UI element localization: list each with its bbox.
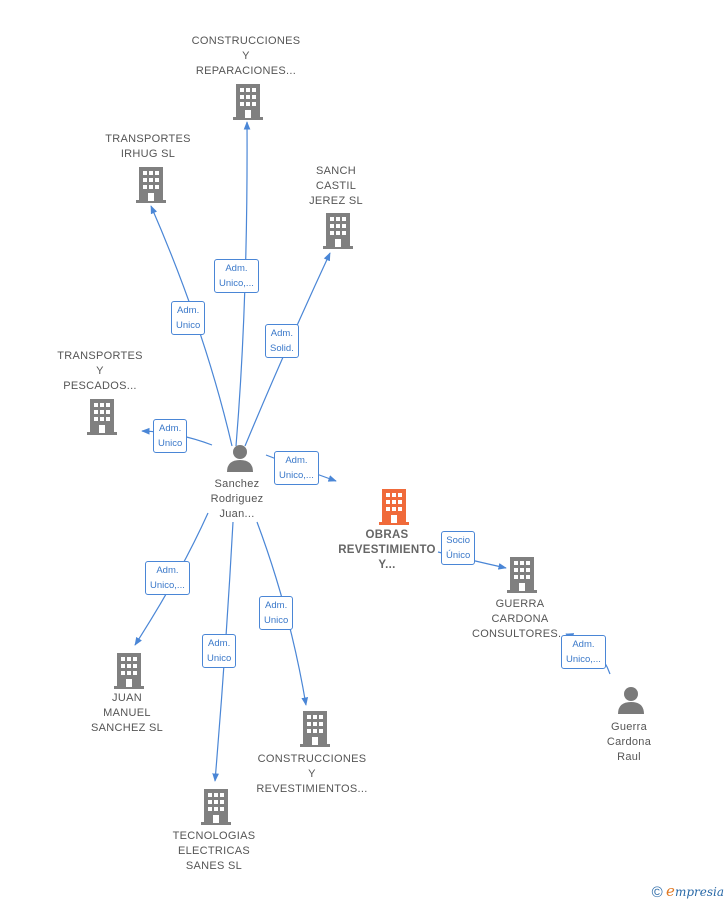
node-obras-revestimiento[interactable] xyxy=(379,489,409,530)
building-icon xyxy=(201,789,231,825)
person-icon xyxy=(227,445,253,472)
brand-initial: e xyxy=(666,882,675,900)
node-juan-manuel[interactable] xyxy=(114,653,144,694)
building-icon xyxy=(87,399,117,435)
label-sanch-castil: SANCH CASTIL JEREZ SL xyxy=(309,165,363,207)
node-construcciones-reparaciones[interactable] xyxy=(233,84,263,125)
node-tecnologias[interactable] xyxy=(201,789,231,830)
edge-label-tecnologias[interactable]: Adm. Unico xyxy=(202,634,237,668)
label-construcciones-reparaciones: CONSTRUCCIONES Y REPARACIONES... xyxy=(191,35,301,77)
edge-label-juan[interactable]: Adm. Unico,... xyxy=(145,561,190,595)
label-guerra-raul: Guerra Cardona Raul xyxy=(606,721,652,763)
label-transportes-irhug: TRANSPORTES IRHUG SL xyxy=(105,133,191,160)
person-icon xyxy=(618,687,644,714)
node-construcciones-revestimientos[interactable] xyxy=(300,711,330,752)
node-guerra-raul[interactable] xyxy=(616,685,646,720)
edge-label-reparaciones[interactable]: Adm. Unico,... xyxy=(214,259,259,293)
brand-name: mpresia xyxy=(674,885,724,899)
label-tecnologias: TECNOLOGIAS ELECTRICAS SANES SL xyxy=(172,830,256,872)
building-icon xyxy=(379,489,409,525)
label-center-person: Sanchez Rodriguez Juan... xyxy=(210,478,264,520)
edge-label-socio[interactable]: Socio Único xyxy=(441,531,476,565)
node-transportes-pescados[interactable] xyxy=(87,399,117,440)
edge-label-raul[interactable]: Adm. Unico,... xyxy=(561,635,606,669)
edge-label-pescados[interactable]: Adm. Unico xyxy=(153,419,188,453)
node-guerra-cardona[interactable] xyxy=(507,557,537,598)
building-icon xyxy=(323,213,353,249)
building-icon xyxy=(114,653,144,689)
label-transportes-pescados: TRANSPORTES Y PESCADOS... xyxy=(57,350,143,392)
edge-label-sanch[interactable]: Adm. Solid. xyxy=(265,324,299,358)
node-center-person[interactable] xyxy=(225,443,255,478)
edge-label-irhug[interactable]: Adm. Unico xyxy=(171,301,206,335)
label-construcciones-revestimientos: CONSTRUCCIONES Y REVESTIMIENTOS... xyxy=(256,753,368,795)
footer-brand[interactable]: © empresia xyxy=(652,882,724,901)
building-icon xyxy=(300,711,330,747)
label-guerra-cardona: GUERRA CARDONA CONSULTORES... xyxy=(471,598,569,640)
label-obras-revestimiento: OBRAS REVESTIMIENTO Y... xyxy=(338,529,436,571)
node-transportes-irhug[interactable] xyxy=(136,167,166,208)
copyright-symbol: © xyxy=(651,884,663,901)
label-juan-manuel: JUAN MANUEL SANCHEZ SL xyxy=(90,692,164,734)
edge-label-revestimientos[interactable]: Adm. Unico xyxy=(259,596,294,630)
edge-label-obras[interactable]: Adm. Unico,... xyxy=(274,451,319,485)
node-sanch-castil[interactable] xyxy=(323,213,353,254)
building-icon xyxy=(136,167,166,203)
building-icon xyxy=(233,84,263,120)
building-icon xyxy=(507,557,537,593)
